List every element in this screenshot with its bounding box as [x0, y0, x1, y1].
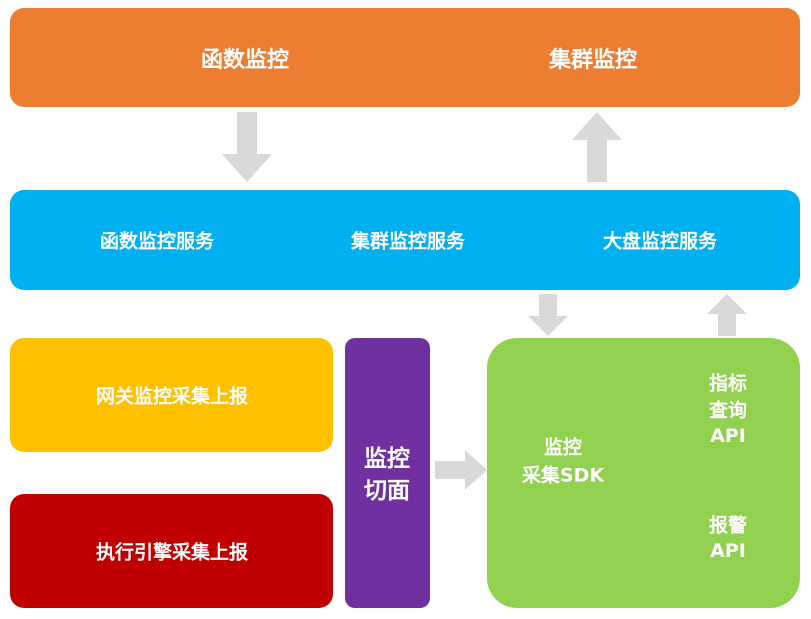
metric-query-3: API [710, 425, 746, 447]
metric-query-1: 指标 [708, 372, 748, 395]
arrow-up-icon [572, 112, 622, 182]
sdk-box: 监控 采集SDK 指标 查询 API 报警 API [487, 338, 800, 608]
dashboard-monitor-service: 大盘监控服务 [602, 230, 718, 253]
arrow-up-icon [707, 294, 747, 336]
engine-collect-box: 执行引擎采集上报 [10, 494, 333, 608]
function-monitor-label: 函数监控 [200, 48, 290, 73]
monitor-aspect-box: 监控 切面 [345, 338, 430, 608]
engine-collect-label: 执行引擎采集上报 [95, 541, 249, 564]
alert-api-1: 报警 [708, 514, 748, 537]
aspect-label-2: 切面 [364, 478, 410, 504]
monitor-services-bar: 函数监控服务 集群监控服务 大盘监控服务 [10, 190, 800, 290]
alert-api-2: API [710, 540, 746, 562]
sdk-collect-1: 监控 [543, 436, 583, 459]
function-cluster-monitor-bar: 函数监控 集群监控 [10, 8, 800, 107]
cluster-monitor-label: 集群监控 [548, 48, 638, 73]
gateway-collect-label: 网关监控采集上报 [95, 385, 249, 408]
metric-query-2: 查询 [708, 399, 748, 422]
arrow-right-icon [435, 450, 487, 490]
cluster-monitor-service: 集群监控服务 [350, 230, 466, 253]
sdk-collect-2: 采集SDK [521, 464, 605, 487]
arrow-down-icon [528, 294, 568, 336]
function-monitor-service: 函数监控服务 [99, 230, 215, 253]
gateway-collect-box: 网关监控采集上报 [10, 338, 333, 452]
arrow-down-icon [222, 112, 272, 182]
aspect-label-1: 监控 [364, 446, 410, 472]
